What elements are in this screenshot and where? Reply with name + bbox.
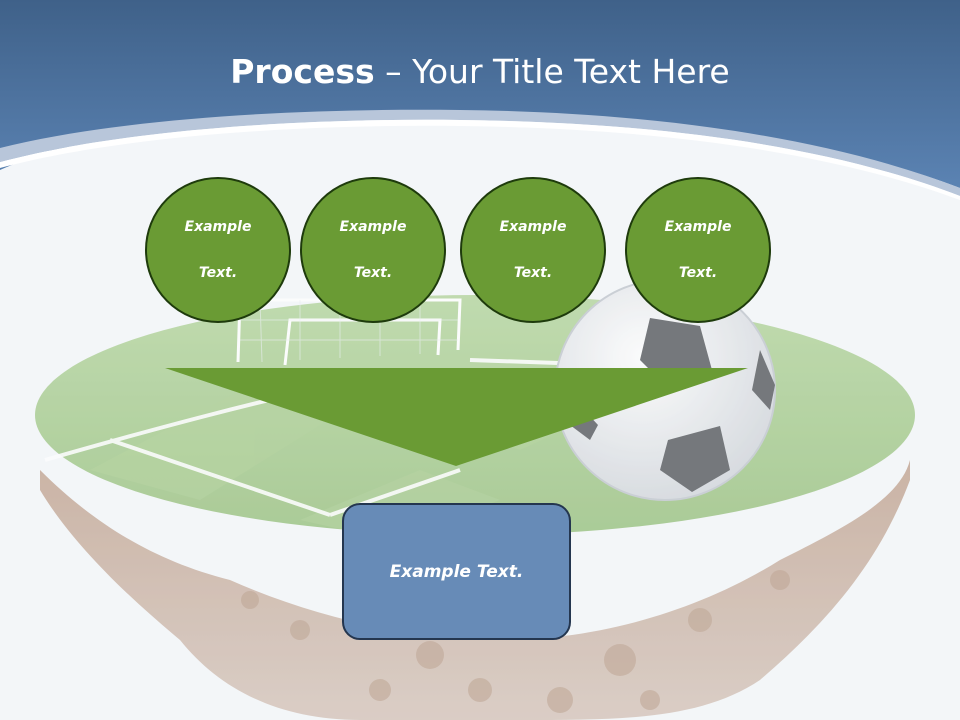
soil-mass [40, 460, 910, 720]
step-3-line2: Text. [513, 264, 553, 281]
header-swoosh [0, 109, 960, 196]
title-bold: Process [230, 52, 375, 91]
result-label: Example Text. [389, 561, 524, 582]
header-band [0, 0, 960, 188]
step-3-line1: Example [499, 218, 567, 235]
step-1-line2: Text. [198, 264, 238, 281]
title-rest: – Your Title Text Here [374, 52, 730, 91]
step-4-line2: Text. [678, 264, 718, 281]
result-box: Example Text. [342, 503, 571, 640]
slide-title: Process – Your Title Text Here [0, 52, 960, 91]
step-1-line1: Example [184, 218, 252, 235]
step-4-line1: Example [664, 218, 732, 235]
process-funnel-arrow [165, 368, 748, 466]
step-2-line1: Example [339, 218, 407, 235]
step-2-line2: Text. [353, 264, 393, 281]
